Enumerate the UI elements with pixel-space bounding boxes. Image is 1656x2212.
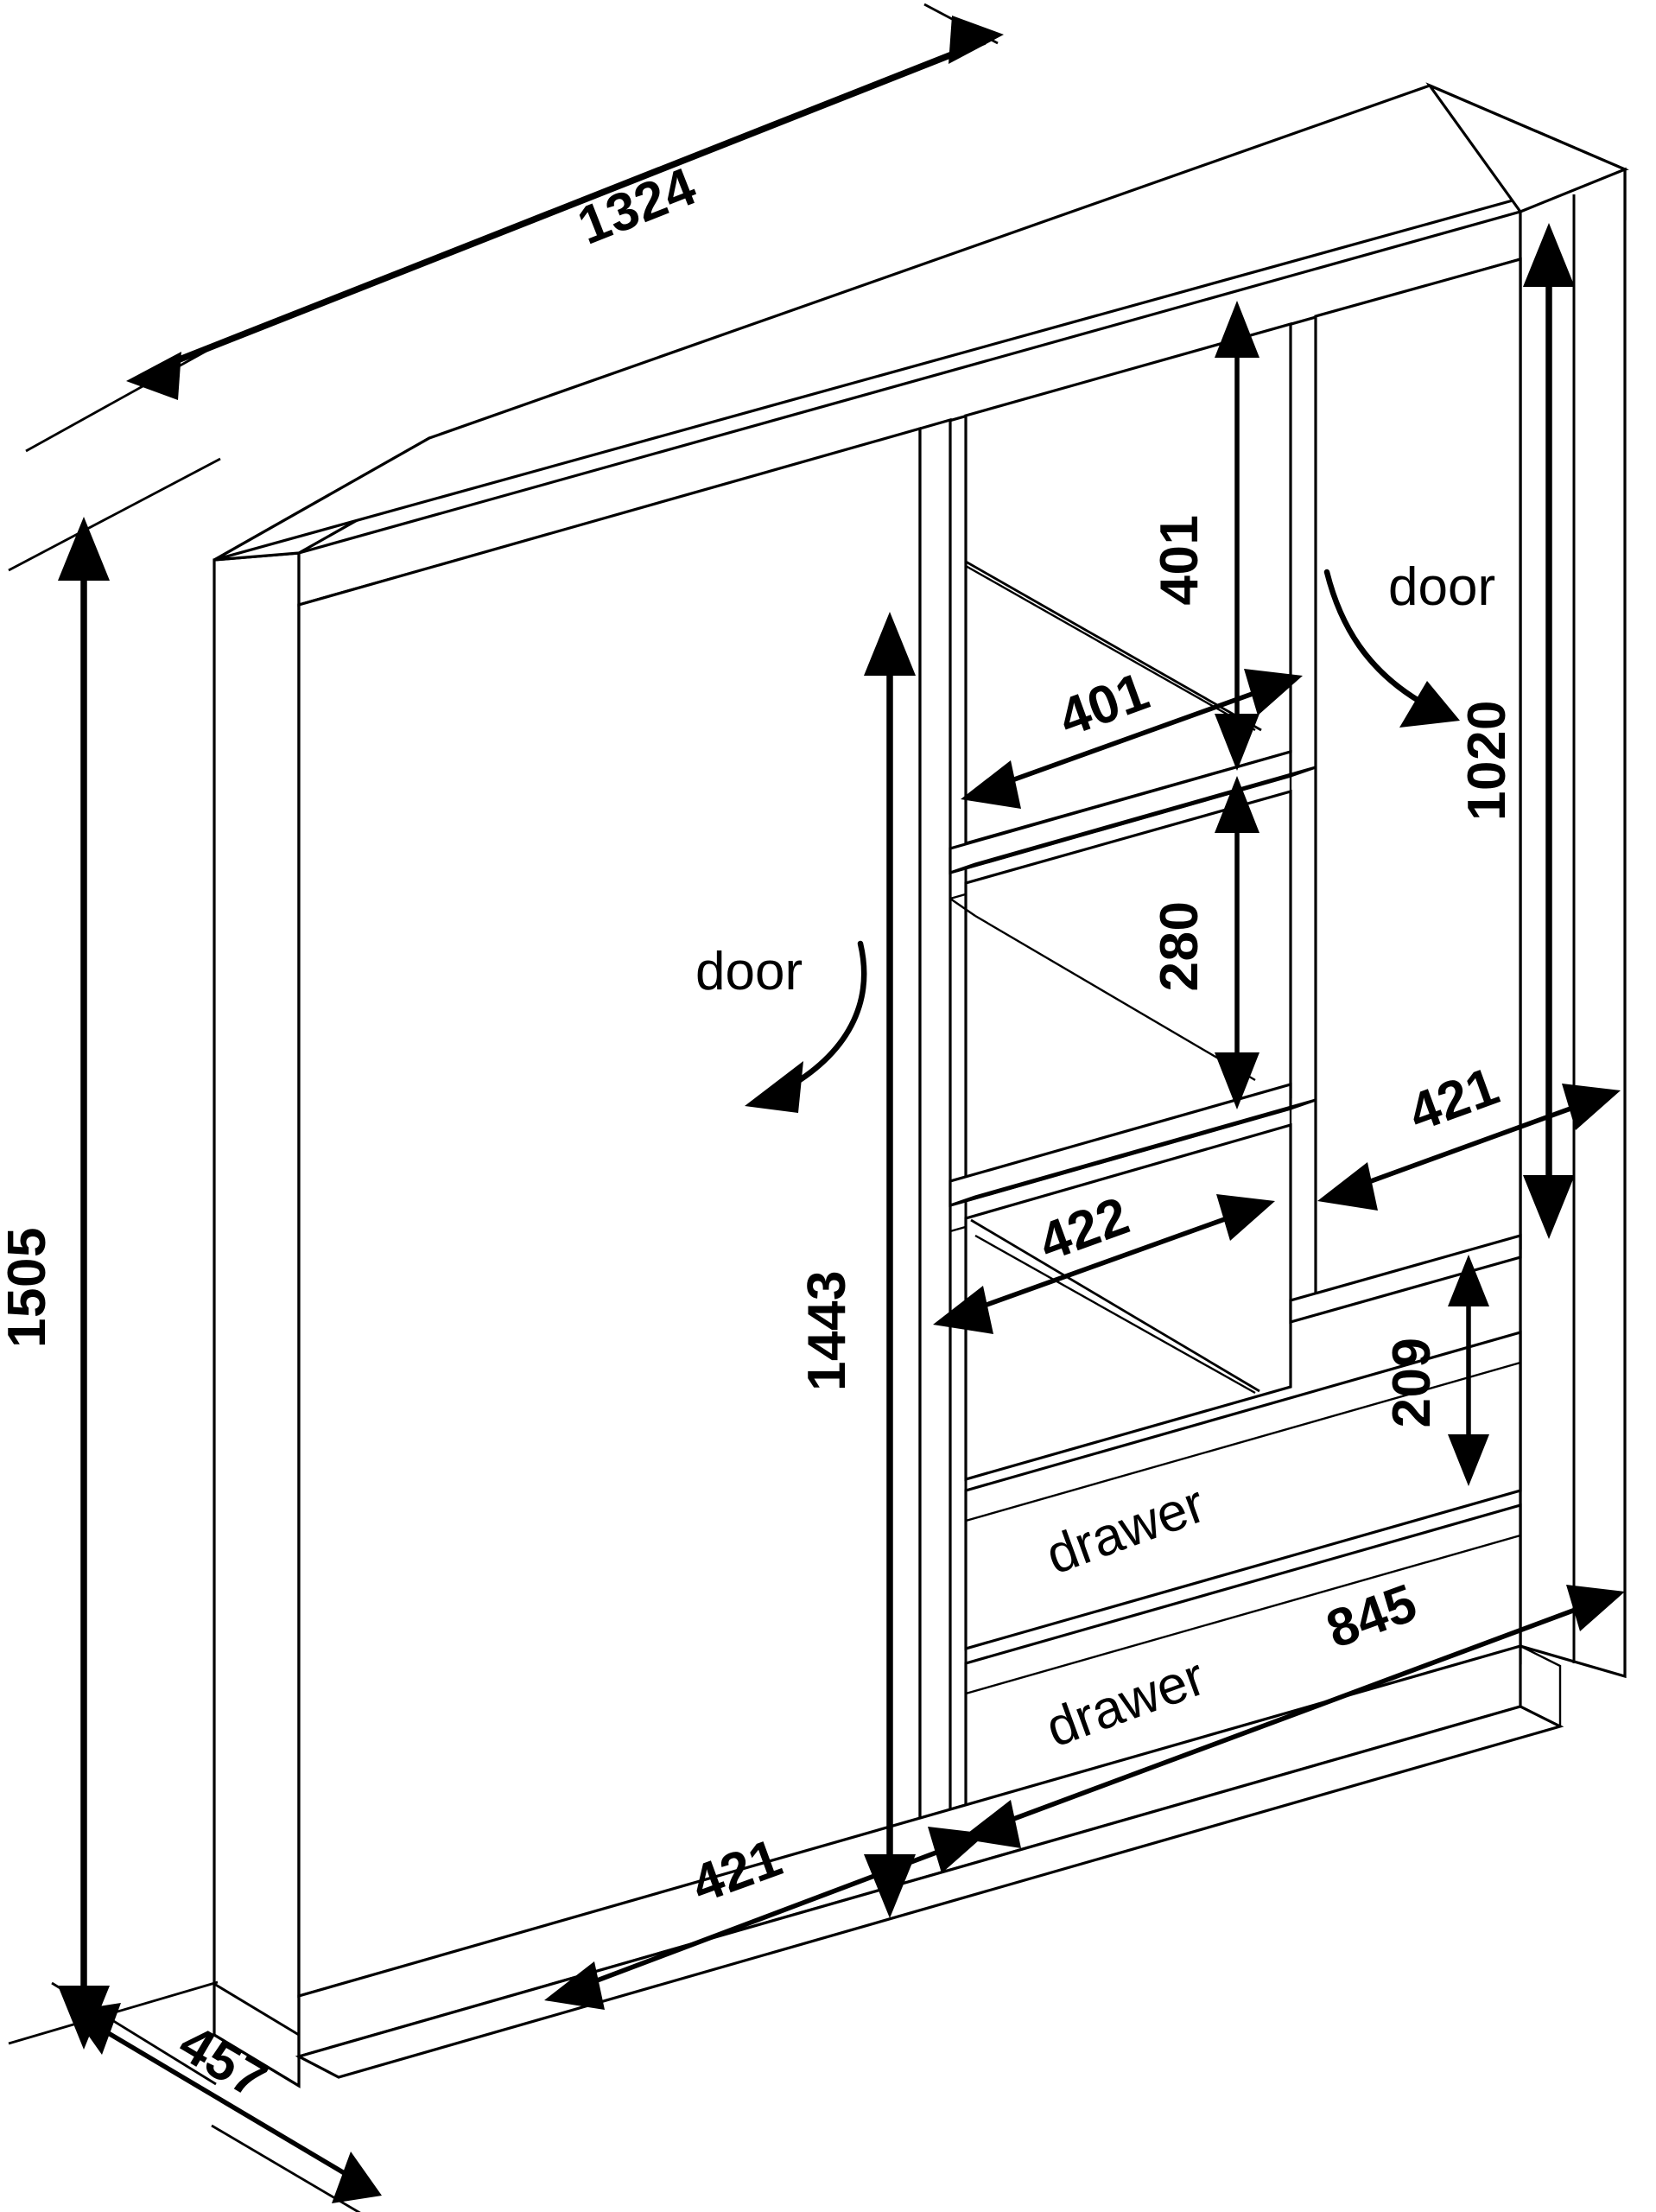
- base-plinth: [213, 1643, 1564, 2088]
- left-door-panel: [297, 417, 952, 1999]
- dim-1443-label: 1443: [797, 1270, 857, 1391]
- cabinet-geometry: [213, 82, 1629, 2088]
- compartment-lower-back: [964, 1122, 1292, 1482]
- right-compartment-bottom: [1289, 1233, 1522, 1325]
- dimension-overall-height: 1505: [0, 457, 221, 2050]
- drawer-front-upper: [964, 1330, 1522, 1651]
- dim-401-vertical-label: 401: [1150, 515, 1209, 606]
- dimension-right-compartment-width: 421: [1317, 1056, 1621, 1211]
- right-side-panel: [1519, 167, 1627, 1679]
- dimension-overall-width: 1324: [25, 3, 1004, 453]
- dimension-lower-compartment-width: 422: [933, 1185, 1275, 1393]
- dimension-upper-compartment-height: 401: [1150, 301, 1259, 771]
- dim-1505-label: 1505: [0, 1227, 57, 1348]
- label-door-left: door: [695, 940, 867, 1113]
- dimension-right-door-height: 1020: [1457, 223, 1575, 1239]
- dim-1324-label: 1324: [570, 156, 704, 256]
- dimension-middle-compartment-height: 280: [1150, 776, 1259, 1109]
- dim-1020-label: 1020: [1457, 700, 1517, 821]
- dim-209-label: 209: [1382, 1338, 1442, 1428]
- dimension-left-door-height: 1443: [797, 612, 916, 1918]
- dim-280-label: 280: [1150, 901, 1209, 992]
- dimension-drawer-height: 209: [1382, 1255, 1489, 1486]
- door-left-text: door: [695, 942, 803, 1001]
- interior-compartments: [949, 257, 1522, 1482]
- label-door-right: door: [1323, 557, 1495, 728]
- door-right-text: door: [1388, 557, 1495, 617]
